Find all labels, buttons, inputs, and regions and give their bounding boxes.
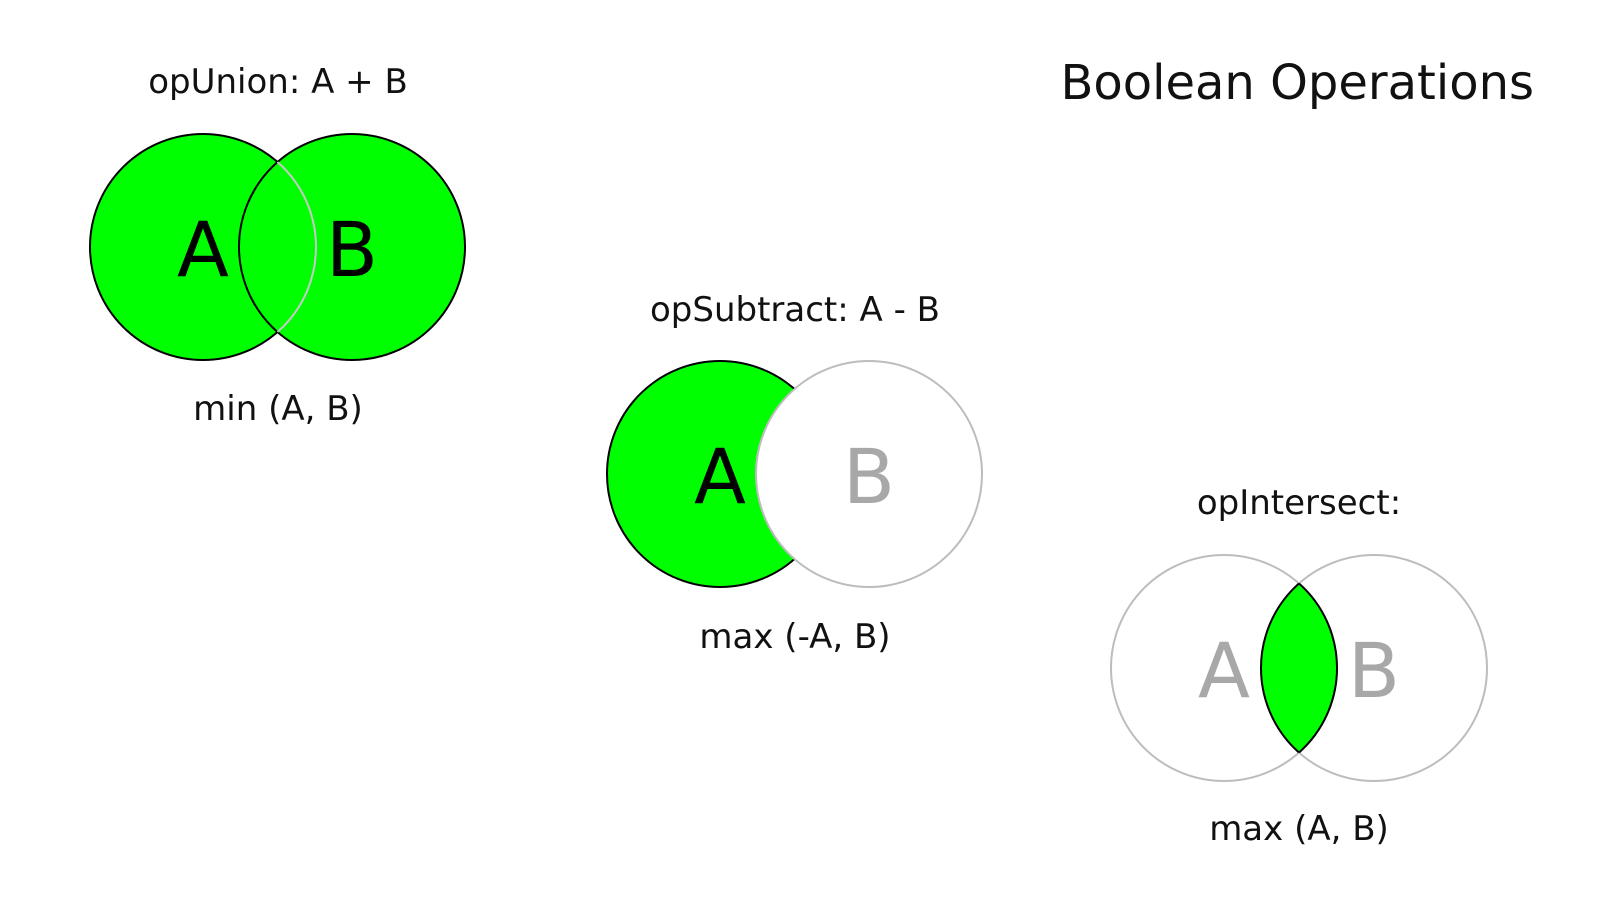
intersect-lens-outline <box>1260 555 1337 781</box>
union-overlap-outline <box>239 134 317 360</box>
subtract-panel: opSubtract: A - B A B max (-A, B) <box>606 290 983 657</box>
subtract-label: opSubtract: A - B <box>650 290 940 330</box>
intersect-formula: max (A, B) <box>1209 809 1389 849</box>
intersect-set-b-letter: B <box>1348 626 1400 715</box>
subtract-set-a-letter: A <box>694 432 746 521</box>
subtract-formula: max (-A, B) <box>699 617 890 657</box>
subtract-set-b-letter: B <box>843 432 895 521</box>
subtract-circle-b <box>755 360 983 588</box>
intersect-panel: opIntersect: A B max (A, B) <box>1110 483 1488 849</box>
page-title: Boolean Operations <box>1060 55 1534 111</box>
union-set-b-letter: B <box>326 205 378 294</box>
union-circle-b <box>238 133 466 361</box>
intersect-label: opIntersect: <box>1197 483 1401 523</box>
intersect-set-a-letter: A <box>1198 626 1250 715</box>
intersect-lens <box>1261 555 1338 781</box>
union-panel: opUnion: A + B A B min (A, B) <box>89 62 466 429</box>
union-set-a-letter: A <box>177 205 229 294</box>
union-label: opUnion: A + B <box>148 62 408 102</box>
union-formula: min (A, B) <box>193 389 363 429</box>
